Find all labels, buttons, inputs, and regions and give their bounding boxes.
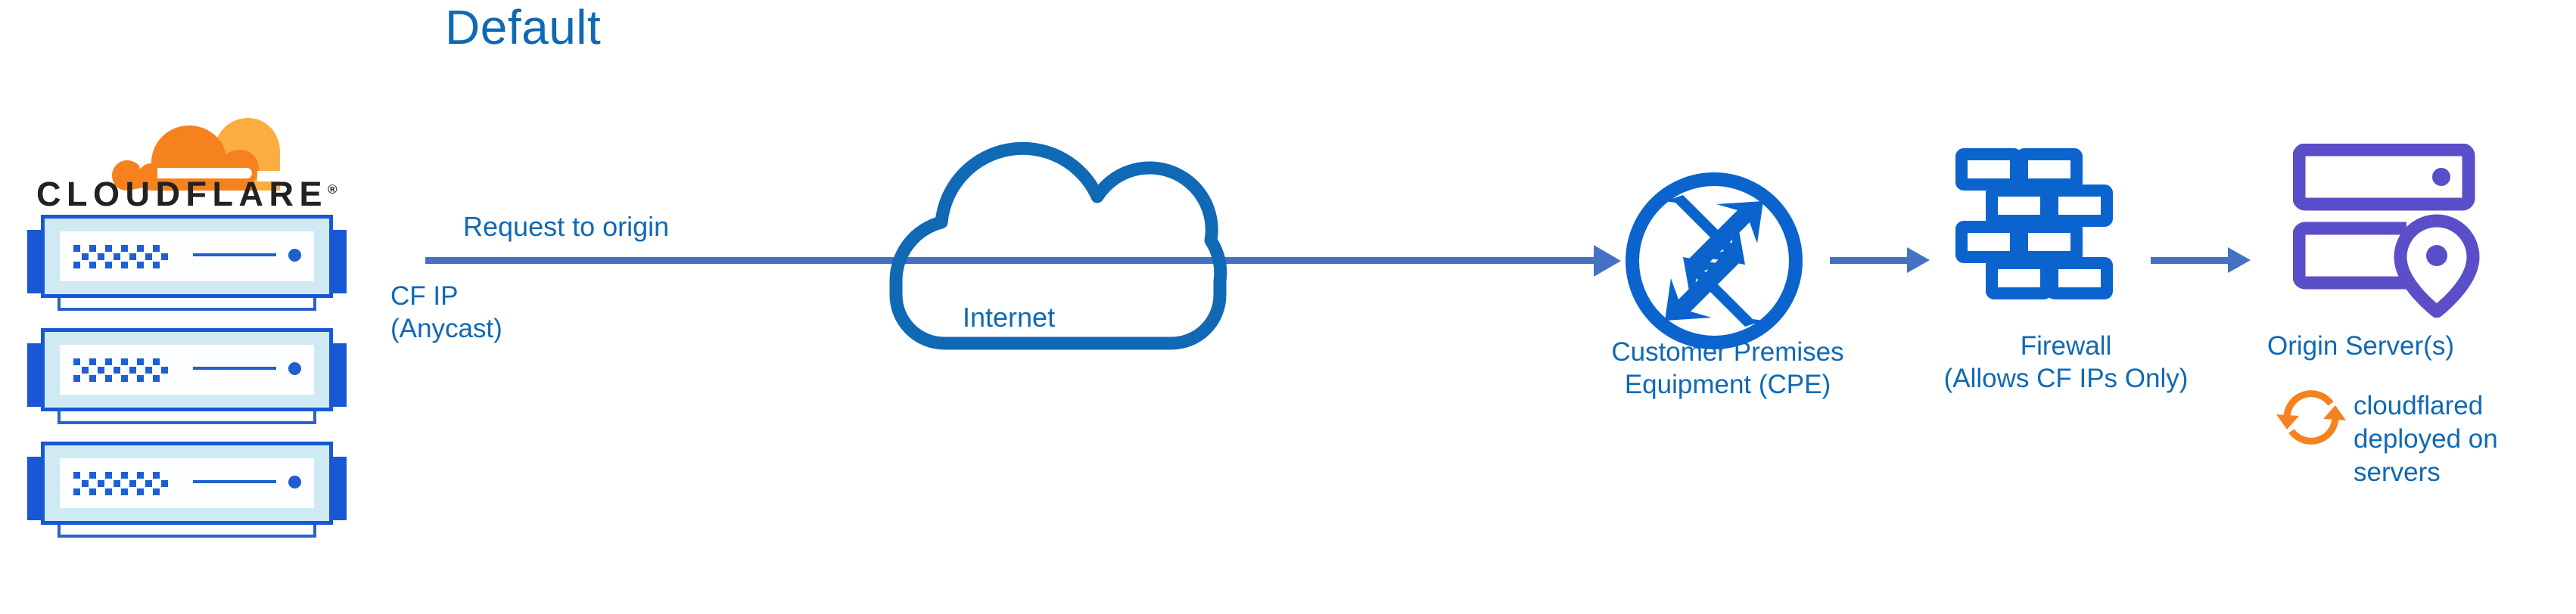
flow-arrow-firewall-to-origin-line (2151, 257, 2232, 264)
server-vent-dot (73, 488, 80, 495)
label-cloudflared-deployed: cloudflared deployed on servers (2354, 391, 2498, 487)
server-vent-dot (105, 488, 112, 495)
server-vent-dot (153, 488, 160, 495)
server-vent-dot (97, 253, 104, 260)
page-title: Default (445, 0, 602, 54)
server-vent-dot (121, 262, 128, 268)
server-base-shelf (58, 525, 316, 538)
server-vent-dot (121, 245, 128, 252)
brick-wall-icon (1955, 148, 2119, 316)
server-slot-line (193, 480, 276, 483)
server-vent-dot (81, 253, 89, 260)
server-vent-dot (89, 375, 96, 382)
label-cf-ip-anycast: CF IP (Anycast) (390, 281, 502, 343)
server-vent-dot (153, 358, 160, 365)
flow-arrow-firewall-to-origin-head (2228, 247, 2251, 273)
flow-arrow-cpe-to-firewall-line (1830, 257, 1912, 264)
server-vent-dot (160, 367, 168, 374)
flow-arrow-cpe-to-firewall-head (1907, 247, 1930, 273)
server-vent-dot (97, 367, 104, 374)
server-vent-grid-icon (73, 358, 172, 383)
server-unit (27, 328, 347, 425)
server-vent-dot (113, 367, 120, 374)
server-vent-dot (89, 472, 96, 479)
server-vent-dot (145, 480, 152, 487)
server-vent-dot (105, 472, 112, 479)
server-vent-dot (121, 375, 128, 382)
server-vent-dot (137, 358, 144, 365)
server-vent-dot (160, 253, 168, 260)
server-vent-dot (81, 367, 89, 374)
server-vent-grid-icon (73, 472, 172, 496)
server-vent-dot (129, 253, 136, 260)
label-firewall: Firewall (Allows CF IPs Only) (1943, 331, 2189, 393)
server-vent-dot (153, 245, 160, 252)
server-vent-dot (89, 488, 96, 495)
flow-arrow-edge-to-cpe-head (1594, 245, 1621, 277)
server-vent-dot (137, 488, 144, 495)
server-vent-dot (89, 245, 96, 252)
server-vent-dot (137, 245, 144, 252)
server-vent-dot (105, 245, 112, 252)
server-front-panel (60, 345, 314, 395)
server-vent-dot (153, 262, 160, 268)
label-origin-servers: Origin Server(s) (2267, 331, 2454, 361)
server-vent-dot (81, 480, 89, 487)
server-front-panel (60, 231, 314, 281)
registered-trademark-icon: ® (327, 182, 338, 197)
cloudflare-wordmark: CLOUDFLARE® (36, 172, 347, 212)
label-request-to-origin: Request to origin (463, 211, 670, 242)
server-vent-dot (137, 375, 144, 382)
server-vent-dot (113, 253, 120, 260)
flow-arrow-edge-to-cpe-line (425, 257, 1598, 264)
server-chassis (41, 328, 333, 411)
server-slot-line (193, 253, 276, 256)
server-vent-dot (121, 472, 128, 479)
server-vent-dot (137, 472, 144, 479)
server-led-indicator (288, 476, 301, 488)
server-chassis (41, 442, 333, 525)
server-base-shelf (58, 298, 316, 311)
sync-refresh-icon (2276, 383, 2346, 452)
server-led-indicator (288, 249, 301, 262)
server-pin-icon (2292, 143, 2497, 318)
server-vent-dot (121, 358, 128, 365)
server-vent-dot (73, 375, 80, 382)
server-vent-dot (73, 262, 80, 268)
server-vent-dot (129, 367, 136, 374)
label-customer-premises-equipment: Customer Premises Equipment (CPE) (1611, 337, 1844, 399)
server-vent-dot (129, 480, 136, 487)
server-chassis (41, 215, 333, 298)
label-internet: Internet (963, 302, 1056, 333)
server-vent-dot (113, 480, 120, 487)
server-vent-dot (160, 480, 168, 487)
server-vent-dot (97, 480, 104, 487)
server-vent-dot (89, 262, 96, 268)
server-led-indicator (288, 362, 301, 375)
server-vent-dot (153, 472, 160, 479)
cloudflare-cloud-icon (112, 118, 297, 191)
server-vent-grid-icon (73, 245, 172, 269)
server-unit (27, 215, 347, 312)
router-icon (1619, 166, 1809, 355)
server-vent-dot (89, 358, 96, 365)
server-vent-dot (121, 488, 128, 495)
internet-cloud-icon (826, 106, 1280, 355)
server-vent-dot (73, 245, 80, 252)
cloudflare-logo (30, 106, 348, 204)
server-vent-dot (145, 367, 152, 374)
server-unit (27, 442, 347, 538)
cloudflare-wordmark-text: CLOUDFLARE (36, 175, 328, 213)
server-front-panel (60, 458, 314, 508)
server-vent-dot (73, 358, 80, 365)
server-base-shelf (58, 411, 316, 424)
server-vent-dot (73, 472, 80, 479)
server-vent-dot (105, 262, 112, 268)
server-vent-dot (105, 375, 112, 382)
server-vent-dot (145, 253, 152, 260)
server-vent-dot (153, 375, 160, 382)
server-vent-dot (137, 262, 144, 268)
server-vent-dot (105, 358, 112, 365)
server-slot-line (193, 367, 276, 370)
